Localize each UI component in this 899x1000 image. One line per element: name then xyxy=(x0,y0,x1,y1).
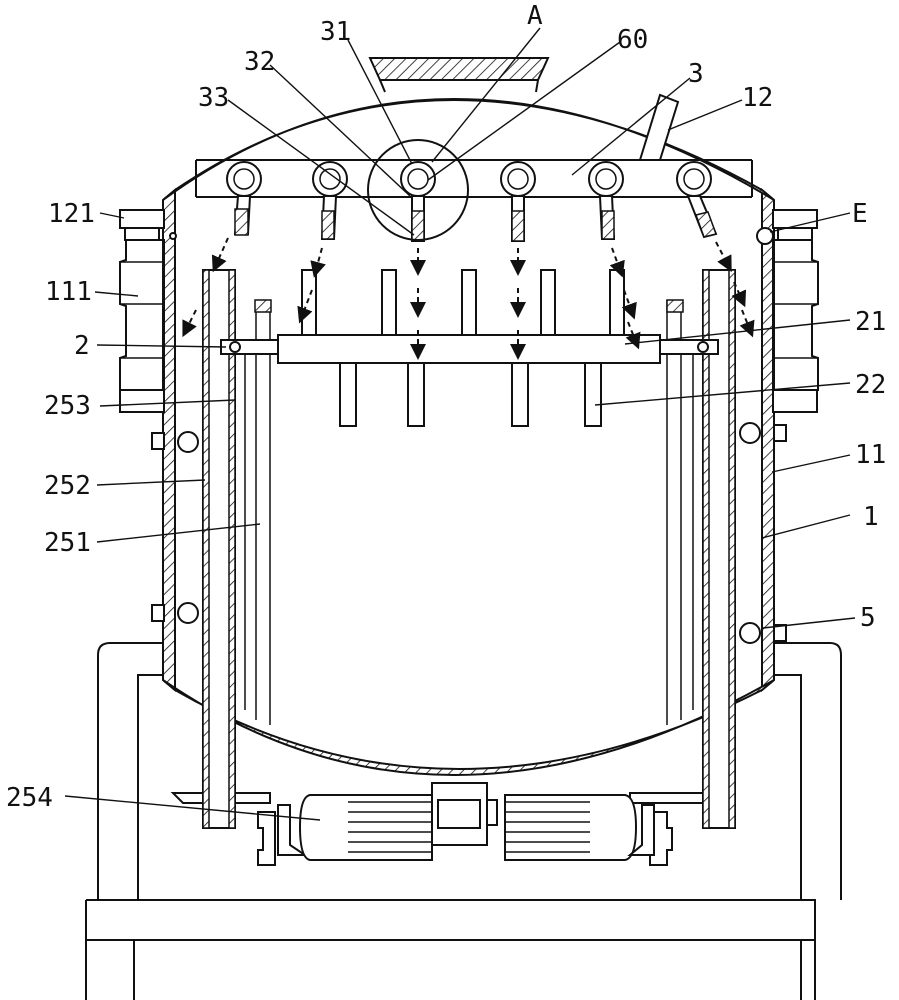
label-12: 12 xyxy=(742,83,773,113)
stirring-beam-21 xyxy=(220,334,719,364)
spray-nozzle xyxy=(226,161,262,236)
label-32: 32 xyxy=(244,47,275,77)
label-5: 5 xyxy=(860,603,876,633)
detail-circle-A xyxy=(367,139,469,241)
spray-nozzle xyxy=(588,161,624,240)
label-253: 253 xyxy=(44,391,91,421)
label-252: 252 xyxy=(44,471,91,501)
spray-nozzle xyxy=(500,161,536,242)
label-22: 22 xyxy=(855,370,886,400)
spray-nozzles-31 xyxy=(226,161,718,242)
spray-nozzle xyxy=(676,161,718,239)
label-1: 1 xyxy=(863,502,879,532)
label-33: 33 xyxy=(198,83,229,113)
spray-header-3 xyxy=(195,93,753,198)
label-251: 251 xyxy=(44,528,91,558)
motor-254 xyxy=(170,782,730,866)
label-31: 31 xyxy=(320,17,351,47)
guide-columns-252 xyxy=(202,269,736,829)
wall-balls-5 xyxy=(151,422,787,644)
label-121: 121 xyxy=(48,199,95,229)
label-60: 60 xyxy=(617,25,648,55)
label-3: 3 xyxy=(688,59,704,89)
label-254: 254 xyxy=(6,783,53,813)
upper-blades xyxy=(301,269,625,336)
lower-blades-22 xyxy=(339,362,602,427)
label-111: 111 xyxy=(45,277,92,307)
label-21: 21 xyxy=(855,307,886,337)
label-11: 11 xyxy=(855,440,886,470)
reference-labels: A 60 3 12 31 32 33 121 E 111 2 21 253 22… xyxy=(6,1,886,813)
spray-arrows xyxy=(182,237,755,360)
label-A: A xyxy=(527,1,543,31)
label-2: 2 xyxy=(74,331,90,361)
vessel-shell xyxy=(162,57,775,776)
inner-rods-251 xyxy=(244,299,694,725)
spray-nozzle xyxy=(312,161,348,240)
label-E: E xyxy=(852,199,868,229)
leader-lines xyxy=(64,27,856,821)
